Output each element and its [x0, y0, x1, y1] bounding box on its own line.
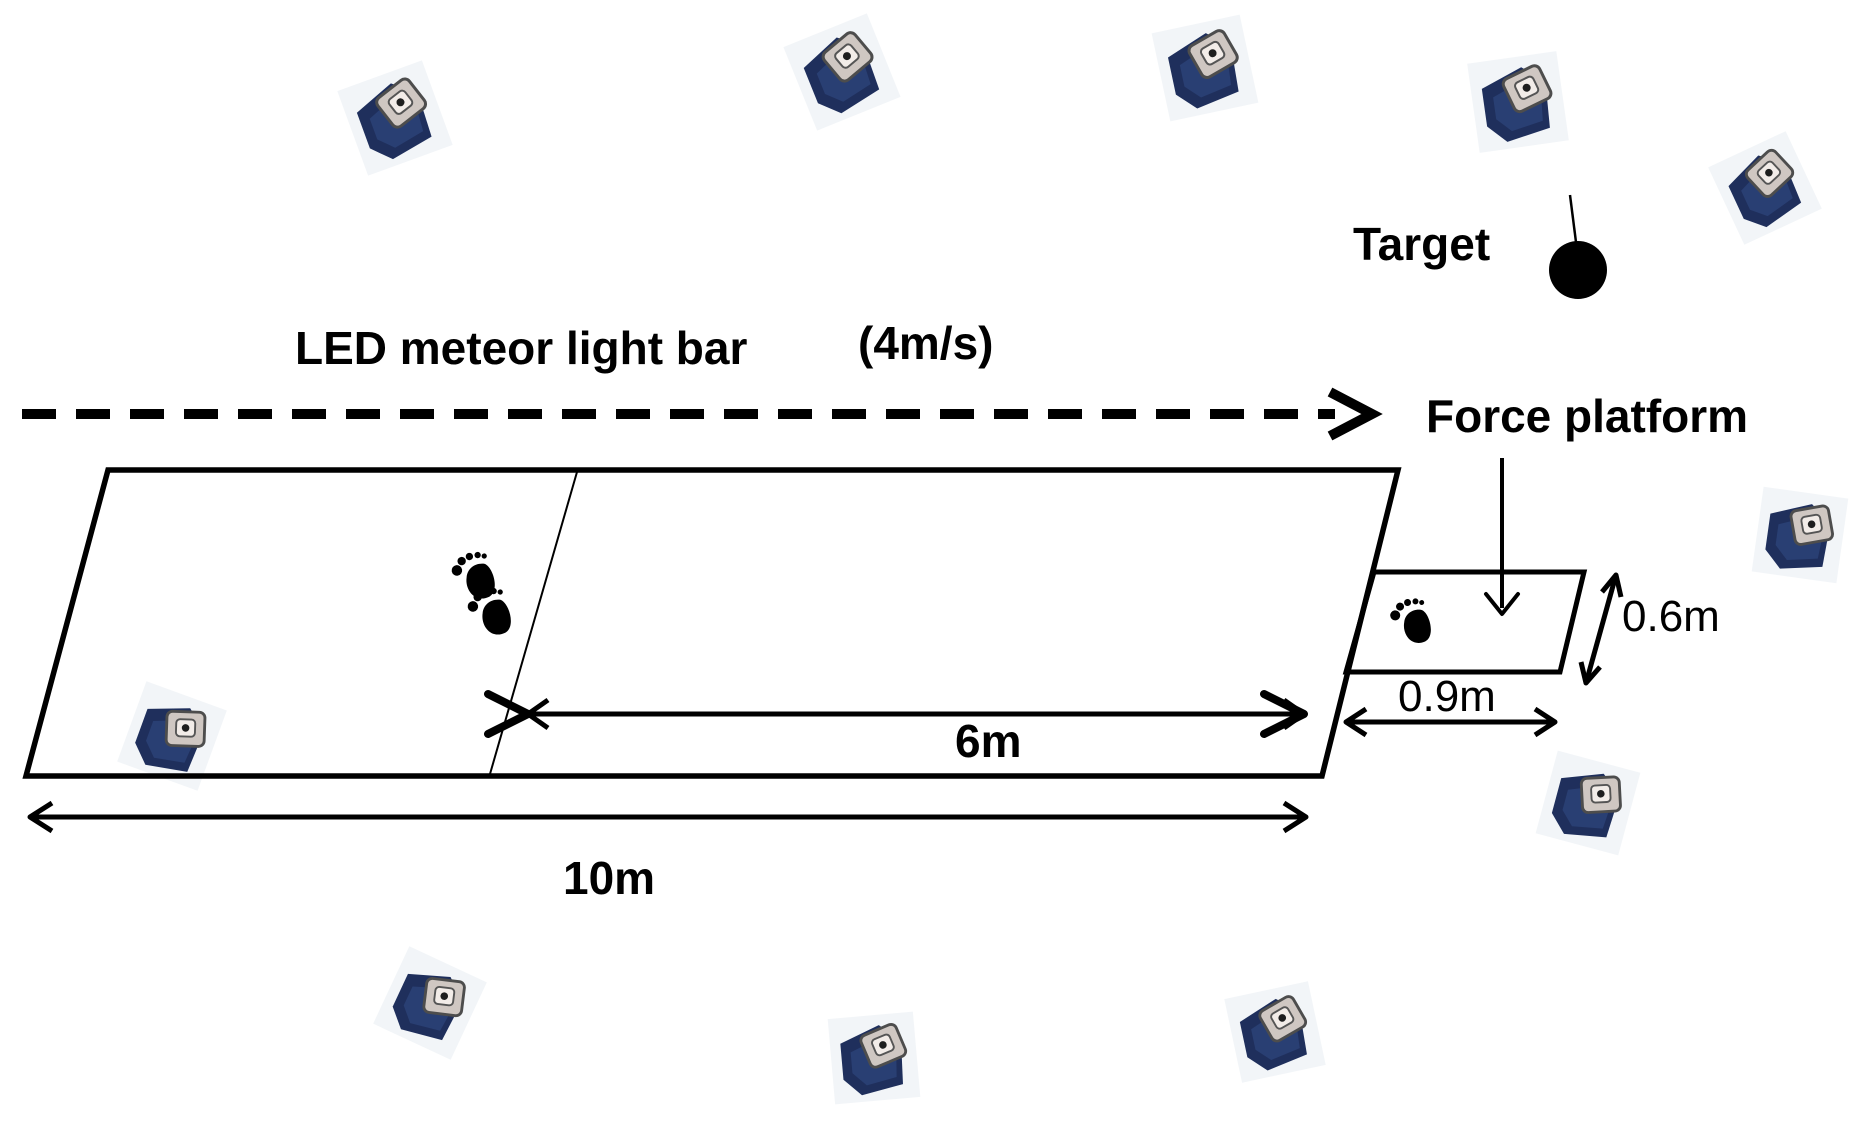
dimension-6m-arrow-right	[1282, 697, 1307, 731]
dimension-10m-arrow-right	[1282, 800, 1309, 834]
camera-icon	[1750, 485, 1850, 585]
led-bar-label: LED meteor light bar	[295, 322, 747, 374]
footprint-icon	[1388, 596, 1433, 647]
camera-icon	[1465, 49, 1571, 155]
target-label: Target	[1353, 218, 1490, 270]
dimension-0-6m-label: 0.6m	[1622, 592, 1720, 641]
runway	[22, 467, 1402, 779]
dimension-0-9m-arrow-left	[1343, 706, 1368, 738]
camera-icon	[781, 11, 903, 133]
camera-icon	[1150, 13, 1260, 123]
camera-icon	[1534, 749, 1642, 857]
force-platform-arrowhead	[1484, 592, 1520, 616]
dimension-10m-arrow-left	[27, 800, 54, 834]
force-platform	[1342, 569, 1588, 675]
led-bar-arrowhead	[1327, 387, 1383, 441]
dimension-0-9m-label: 0.9m	[1398, 672, 1496, 721]
dimension-6m-arrow-left	[525, 697, 550, 731]
target-circle	[1549, 241, 1607, 299]
dimension-0-6m-arrow-bottom	[1578, 661, 1602, 686]
camera-icon	[335, 58, 455, 178]
camera-icon	[1706, 129, 1824, 247]
dimension-0-9m-arrow-right	[1533, 706, 1558, 738]
camera-icon	[826, 1010, 922, 1106]
led-speed-label: (4m/s)	[858, 317, 993, 369]
camera-icon	[1222, 979, 1328, 1085]
dimension-6m-label: 6m	[955, 715, 1021, 767]
force-platform-label: Force platform	[1426, 390, 1748, 442]
dimension-0-6m-line	[1583, 574, 1619, 684]
dimension-0-6m-arrow-top	[1600, 572, 1624, 598]
camera-icon	[371, 944, 489, 1062]
dimension-10m-label: 10m	[563, 852, 655, 904]
footprints-icon	[449, 549, 514, 640]
target-stand-line	[1568, 194, 1579, 251]
